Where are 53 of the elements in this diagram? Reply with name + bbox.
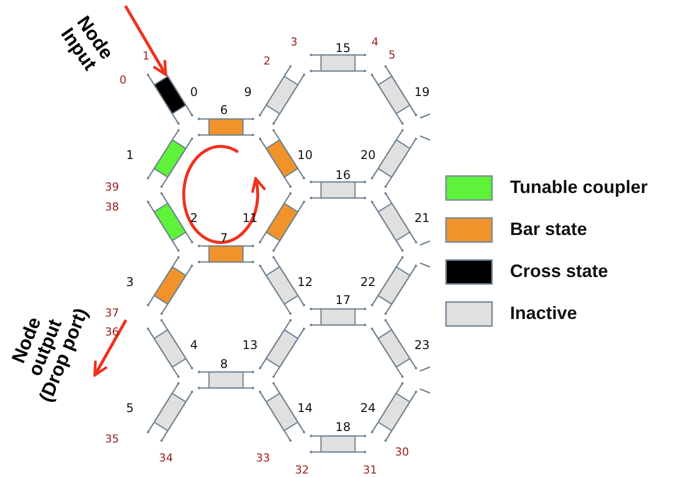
port-number: 4	[372, 36, 378, 48]
coupler-block	[208, 371, 244, 389]
port-number: 1	[142, 50, 150, 62]
port-number: 32	[295, 464, 309, 476]
coupler-block	[320, 308, 356, 326]
coupler-number: 8	[220, 357, 228, 371]
coupler-number: 6	[220, 103, 228, 117]
coupler-number: 2	[190, 211, 198, 225]
coupler-number: 24	[360, 401, 376, 415]
legend-label: Tunable coupler	[510, 177, 648, 198]
coupler-number: 4	[190, 338, 198, 352]
coupler-block	[320, 181, 356, 199]
coupler-number: 12	[297, 275, 313, 289]
coupler-number: 9	[244, 85, 252, 99]
coupler-number: 5	[126, 401, 134, 415]
coupler-number: 21	[414, 211, 430, 225]
port-number: 34	[159, 452, 173, 464]
port-number: 38	[105, 200, 119, 214]
coupler-block	[208, 118, 244, 136]
port-number: 31	[363, 464, 377, 476]
port-number: 35	[105, 432, 119, 446]
port-number: 3	[290, 36, 298, 48]
port-number: 5	[388, 48, 396, 62]
coupler-block	[320, 435, 356, 453]
coupler-number: 13	[242, 338, 258, 352]
port-number: 33	[256, 452, 270, 464]
legend-label: Inactive	[510, 303, 578, 324]
output-label: Node output (Drop port)	[0, 290, 92, 406]
coupler-block	[320, 54, 356, 72]
coupler-block	[208, 245, 244, 263]
legend-label: Bar state	[510, 219, 588, 240]
coupler-number: 23	[414, 338, 430, 352]
coupler-number: 20	[360, 148, 376, 162]
coupler-number: 0	[190, 85, 198, 99]
coupler-number: 17	[335, 293, 351, 307]
coupler-number: 3	[126, 275, 134, 289]
coupler-number: 14	[297, 401, 313, 415]
port-number: 36	[105, 326, 119, 338]
coupler-number: 22	[360, 275, 376, 289]
arrow	[93, 319, 128, 377]
coupler-number: 10	[297, 148, 313, 162]
coupler-number: 18	[335, 420, 351, 434]
port-number: 2	[264, 54, 270, 68]
coupler-number: 19	[414, 85, 430, 99]
coupler-number: 15	[335, 41, 351, 55]
coupler-number: 16	[335, 168, 351, 182]
legend-label: Cross state	[510, 261, 608, 282]
port-number: 30	[395, 446, 409, 458]
coupler-number: 1	[126, 148, 134, 162]
port-number: 37	[105, 306, 119, 320]
port-number: 39	[105, 180, 119, 194]
arrow	[124, 5, 168, 76]
port-number: 0	[120, 74, 126, 86]
